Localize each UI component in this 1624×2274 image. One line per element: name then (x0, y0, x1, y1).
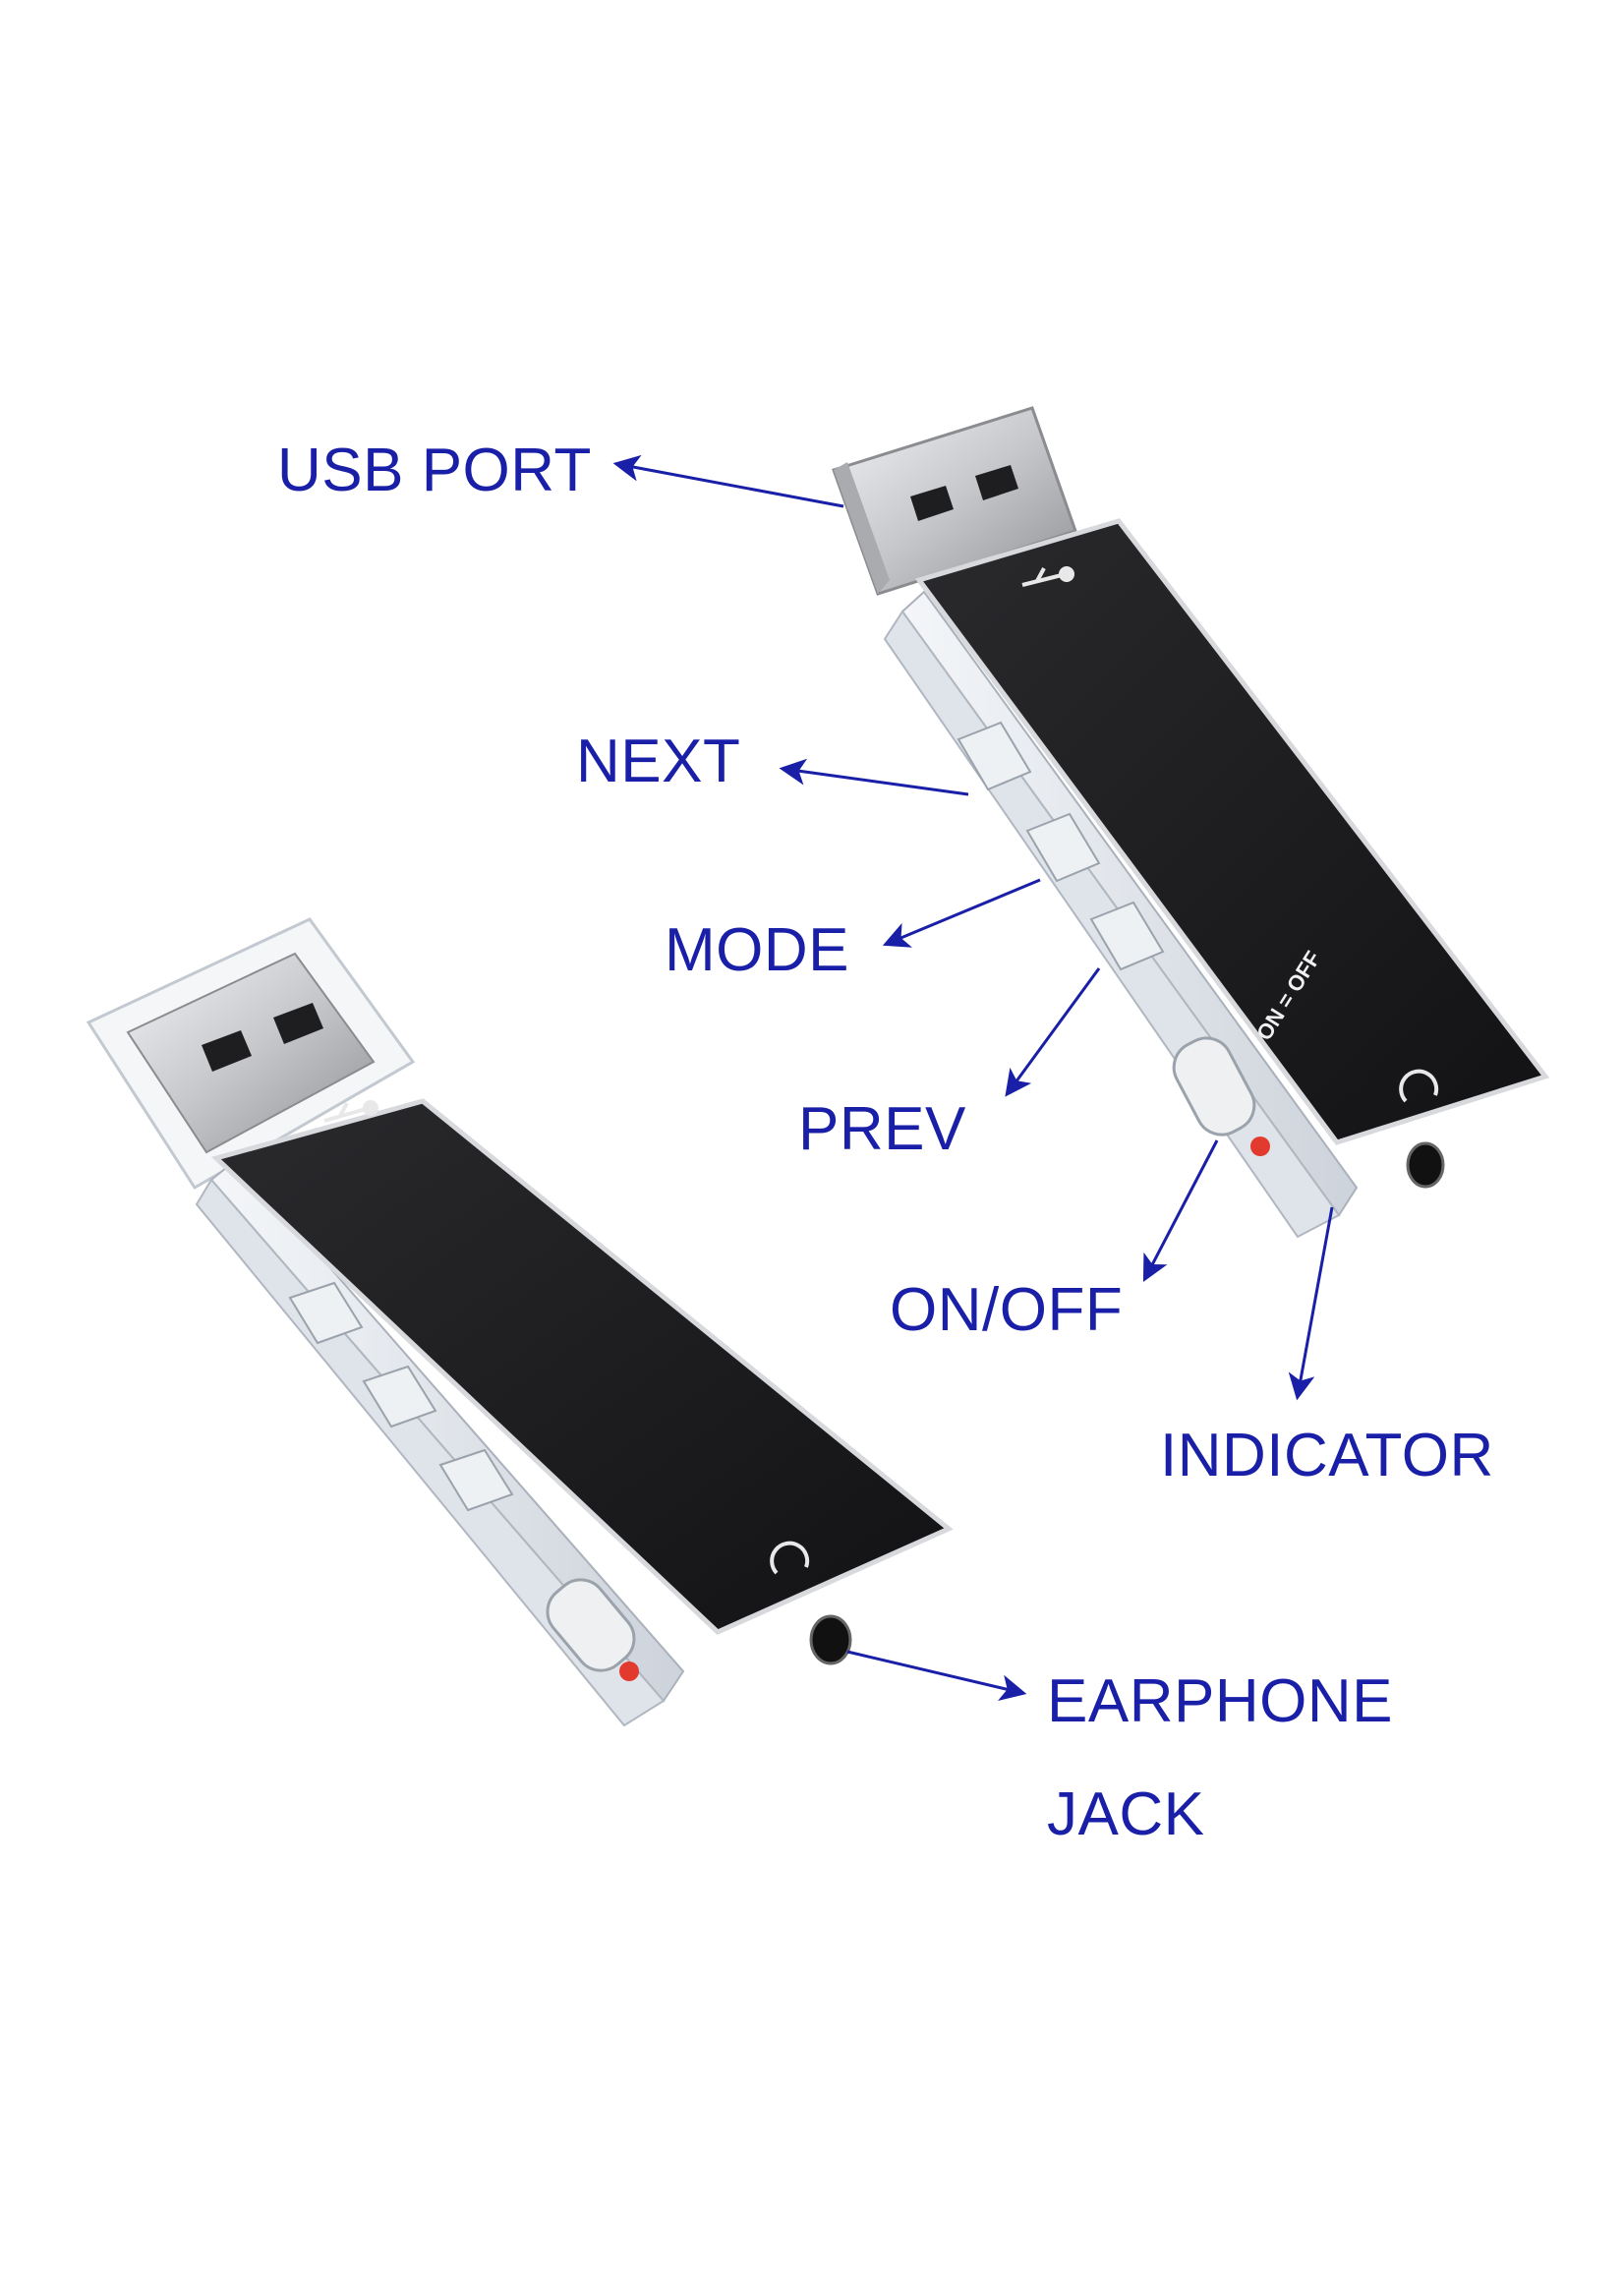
device-left (86, 917, 954, 1727)
usb-icon (323, 1100, 378, 1123)
headphone-icon (770, 1541, 810, 1575)
usb-pin-hole-icon (975, 465, 1018, 500)
usb-port-label: USB PORT (277, 437, 592, 504)
arrow-earphone-jack (846, 1650, 1027, 1701)
usb-icon (1021, 566, 1074, 587)
usb-pin-hole-icon (202, 1030, 252, 1072)
arrow-mode (882, 878, 1041, 948)
button-prev-left[interactable] (438, 1448, 514, 1512)
headphone-icon (1399, 1069, 1439, 1103)
arrow-prev (1005, 967, 1101, 1097)
indicator-label: INDICATOR (1160, 1422, 1494, 1489)
earphone-jack-icon (809, 1614, 852, 1665)
usb-pin-hole-icon (910, 486, 954, 521)
power-switch-left[interactable] (537, 1569, 644, 1680)
next-label: NEXT (576, 728, 741, 795)
usb-plug (832, 406, 1077, 596)
button-next[interactable] (957, 721, 1032, 791)
arrow-on-off (1142, 1139, 1219, 1282)
indicator-led (1250, 1137, 1270, 1156)
arrow-indicator (1288, 1206, 1334, 1401)
button-mode[interactable] (1025, 812, 1101, 883)
button-mode-left[interactable] (362, 1365, 437, 1429)
usb-pin-hole-icon (273, 1003, 323, 1044)
earphone-label: EARPHONE (1047, 1667, 1393, 1735)
arrow-next (779, 758, 969, 796)
power-switch[interactable] (1165, 1029, 1263, 1143)
device-right: ON = OFF (832, 406, 1550, 1239)
arrow-usb-port (612, 454, 844, 508)
usb-cap (86, 917, 416, 1191)
button-next-left[interactable] (288, 1281, 364, 1345)
indicator-led-left (619, 1662, 639, 1681)
mode-label: MODE (665, 916, 849, 984)
button-prev[interactable] (1089, 901, 1165, 971)
prev-label: PREV (798, 1095, 966, 1163)
callout-arrows (612, 454, 1334, 1701)
earphone-jack-icon (1406, 1141, 1445, 1189)
jack-label: JACK (1047, 1780, 1205, 1848)
on-off-label: ON/OFF (890, 1276, 1124, 1344)
